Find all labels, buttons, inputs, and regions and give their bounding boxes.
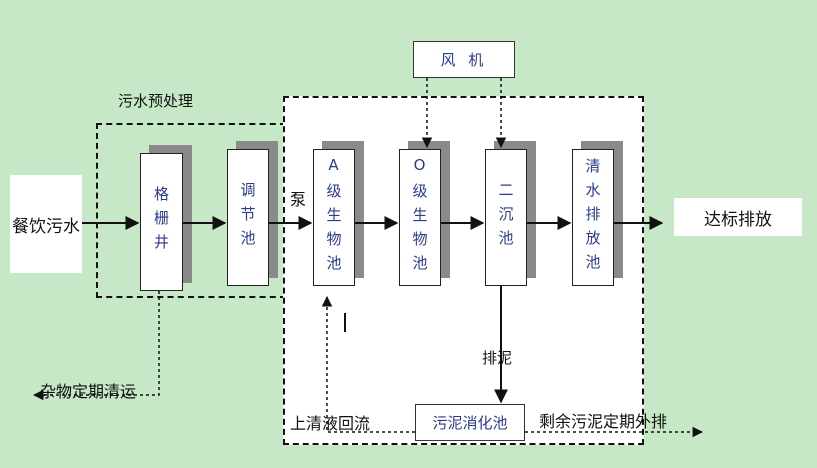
a-stage-bio-tank: A级生物池 (313, 141, 364, 286)
a-stage-bio-tank-label: A级生物池 (313, 149, 355, 286)
blower-box: 风 机 (413, 41, 515, 78)
grille-well-label: 格栅井 (140, 153, 183, 291)
clear-water-tank: 清水排放池 (572, 141, 623, 286)
supernatant-return-line (321, 295, 415, 433)
debris-label: 杂物定期清运 (40, 382, 137, 401)
input-label: 餐饮污水 (10, 175, 82, 273)
secondary-clarifier-label: 二沉池 (485, 149, 527, 286)
debris-removal-line (32, 291, 160, 401)
o-stage-bio-tank-label: O级生物池 (399, 149, 441, 286)
clear-water-tank-label: 清水排放池 (572, 149, 614, 286)
sludge-discharge-label: 排泥 (482, 349, 513, 367)
supernatant-return-label: 上清液回流 (290, 414, 371, 433)
regulating-tank-label: 调节池 (227, 149, 269, 286)
regulating-tank: 调节池 (227, 141, 278, 286)
grille-well: 格栅井 (140, 145, 192, 291)
secondary-clarifier: 二沉池 (485, 141, 536, 286)
sludge-digester-box: 污泥消化池 (415, 404, 525, 441)
output-label: 达标排放 (674, 198, 802, 236)
o-stage-bio-tank: O级生物池 (399, 141, 450, 286)
excess-sludge-label: 剩余污泥定期外排 (539, 412, 668, 431)
pretreatment-label: 污水预处理 (118, 92, 194, 110)
pump-label: 泵 (290, 190, 307, 209)
